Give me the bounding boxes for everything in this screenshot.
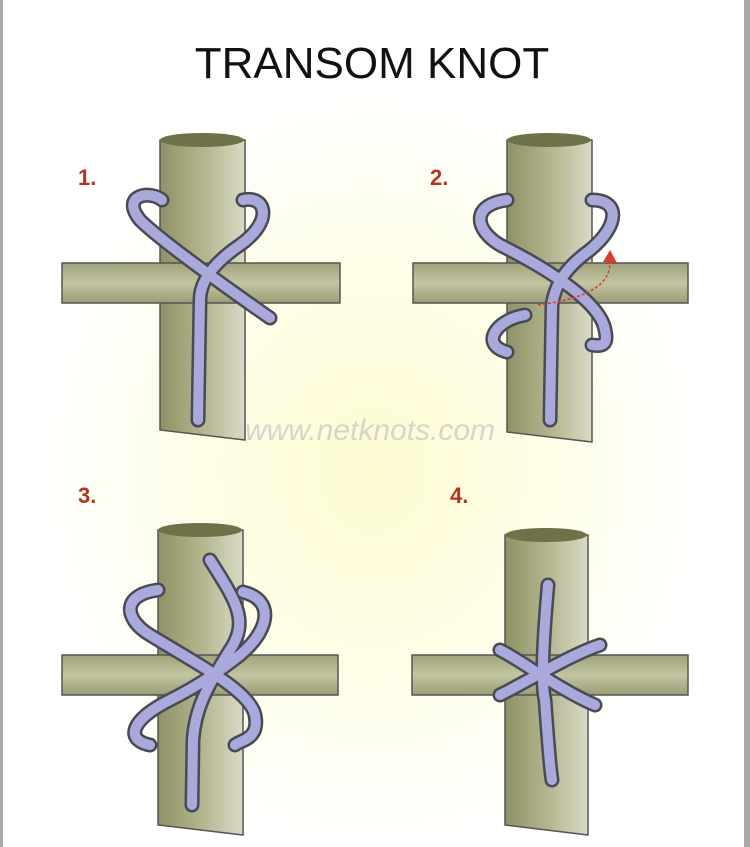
- direction-arrow: [537, 259, 611, 306]
- step-1-panel: 1.: [61, 133, 341, 441]
- step-4-panel: 4.: [411, 483, 689, 836]
- rope: [122, 552, 273, 813]
- rope: [125, 187, 278, 428]
- step-2-panel: 2.: [412, 133, 689, 443]
- watermark: www.netknots.com: [245, 414, 495, 447]
- step-1-label: 1.: [78, 165, 96, 190]
- step-3-label: 3.: [78, 483, 96, 508]
- post-top: [505, 528, 587, 542]
- step-3-panel: 3.: [61, 483, 339, 836]
- post-top: [158, 523, 242, 537]
- title: TRANSOM KNOT: [195, 39, 549, 88]
- step-2-label: 2.: [430, 165, 448, 190]
- arrow-head-icon: [603, 250, 617, 263]
- step-4-label: 4.: [450, 483, 468, 508]
- post-top: [507, 133, 591, 147]
- rope: [472, 192, 621, 428]
- post-top: [160, 133, 244, 147]
- rope: [492, 577, 608, 788]
